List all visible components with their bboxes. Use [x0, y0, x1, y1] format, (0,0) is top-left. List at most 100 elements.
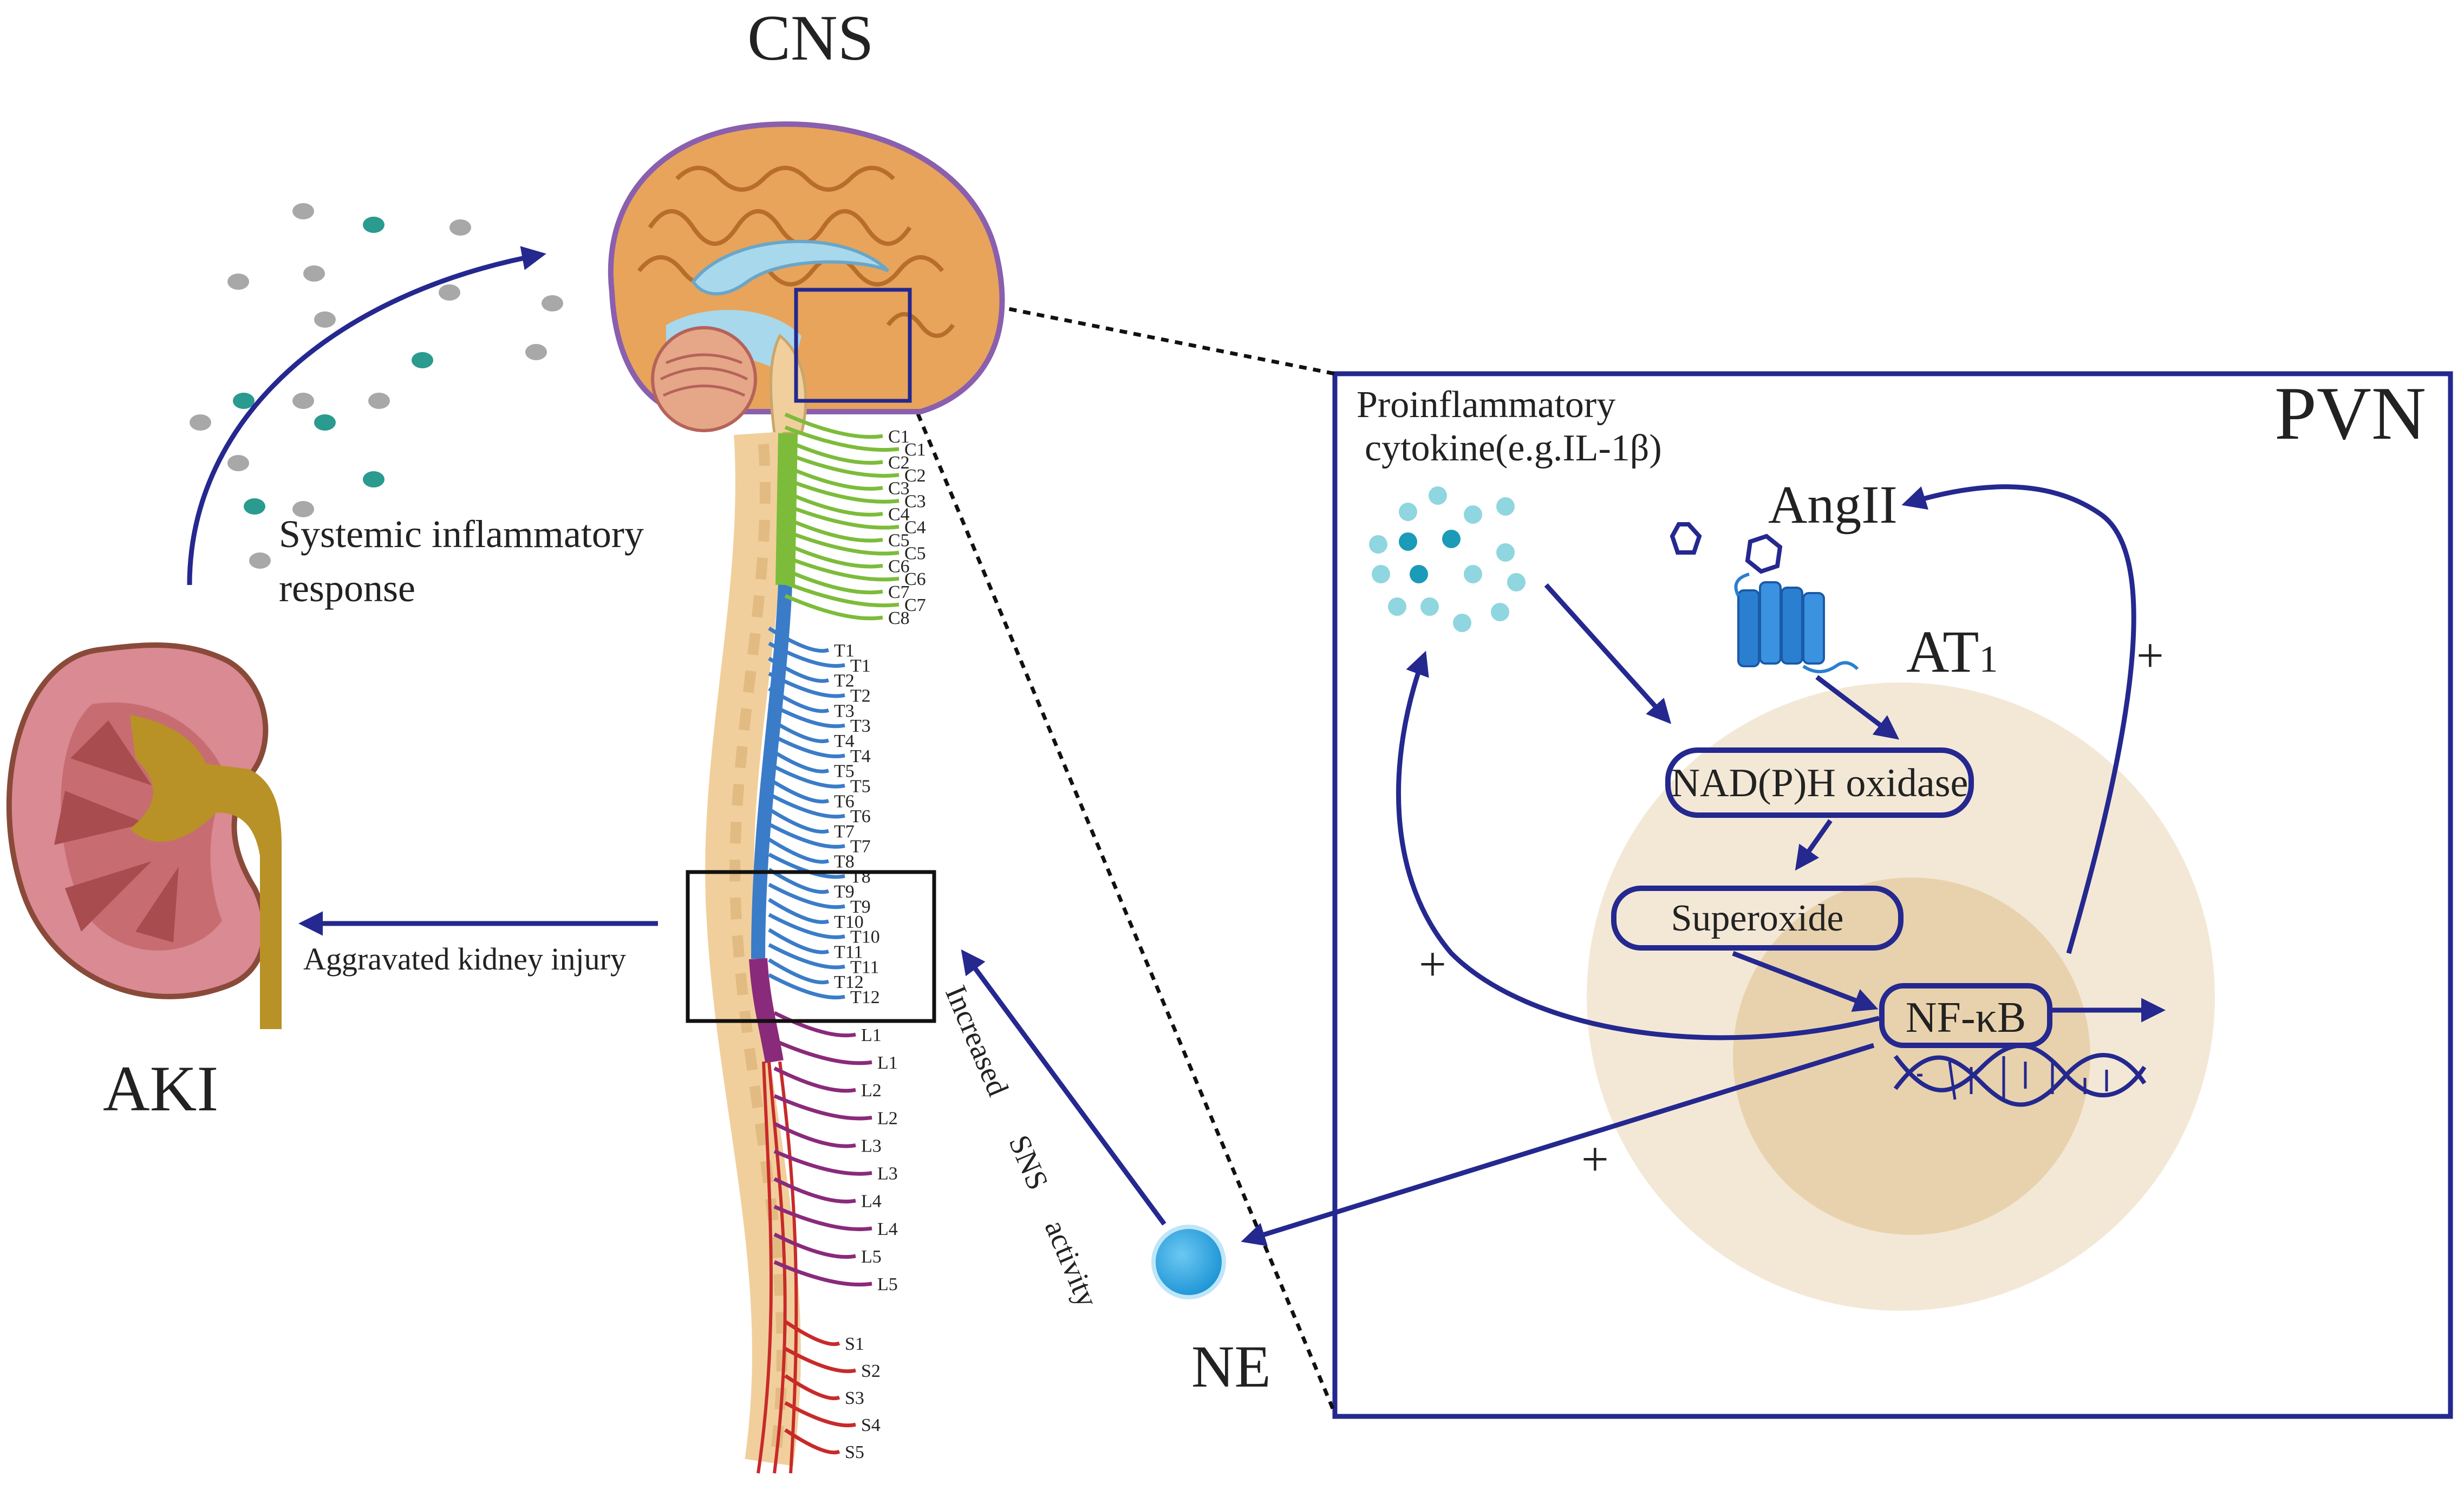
- kidney-pyramid-1: [70, 720, 152, 785]
- svg-text:activity: activity: [1038, 1215, 1105, 1312]
- ne-circle: [1151, 1225, 1226, 1299]
- spinal-level-t3: T3: [834, 701, 855, 721]
- spinal-nerve-c4: [784, 490, 883, 517]
- spinal-level-s3: S3: [845, 1388, 864, 1408]
- spinal-level-s1: S1: [845, 1334, 864, 1354]
- spinal-level-c6: C6: [888, 556, 910, 576]
- spinal-level-t4: T4: [834, 731, 855, 751]
- spinal-nerve-l1: [773, 1038, 872, 1065]
- cytokine-dot: [1399, 532, 1417, 551]
- spinal-nerve-t6: [768, 792, 845, 819]
- spinal-nerve-t6: [768, 777, 830, 804]
- spinal-nerve-l1: [773, 1011, 856, 1038]
- spinal-level-t2: T2: [850, 686, 871, 706]
- kidney-pyramid-2: [54, 791, 146, 845]
- systemic-dot: [368, 393, 390, 409]
- spinal-nerve-c5: [784, 516, 883, 543]
- spinal-level-l3: L3: [877, 1164, 898, 1184]
- spinal-nerves: [768, 412, 899, 1455]
- pvn-circles: [1587, 682, 2215, 1311]
- spinal-nerve-s3: [784, 1374, 840, 1401]
- spinal-level-t10: T10: [850, 927, 880, 947]
- systemic-dot: [314, 311, 336, 328]
- spinal-nerve-t7: [768, 822, 845, 849]
- spinal-level-c1: C1: [888, 427, 910, 447]
- arrow-at1-to-nadph: [1815, 675, 1900, 740]
- plus-cytokine: +: [1419, 938, 1446, 991]
- arrow-superoxide-to-nfkb: [1732, 951, 1879, 1012]
- spinal-level-c2: C2: [904, 466, 926, 486]
- kidney-pyramid-4: [135, 867, 179, 942]
- cytokine-dot: [1388, 597, 1406, 616]
- systemic-dot: [190, 414, 211, 431]
- systemic-dot: [227, 274, 249, 290]
- spinal-nerve-t4: [768, 717, 830, 744]
- spinal-level-t9: T9: [850, 897, 871, 917]
- cytokine-label-line1: Proinflammatory: [1357, 384, 1615, 426]
- spinal-level-t2: T2: [834, 671, 855, 691]
- spinal-level-t11: T11: [850, 957, 879, 977]
- spinal-level-t6: T6: [834, 791, 855, 811]
- spinal-nerve-t2: [768, 656, 830, 683]
- aggravated-label: Aggravated kidney injury: [303, 941, 626, 977]
- nucleus-circle: [1733, 877, 2090, 1235]
- spinal-nerve-c1: [784, 425, 899, 452]
- aki-label: AKI: [103, 1052, 218, 1124]
- cerebellum: [651, 326, 757, 432]
- spinal-level-labels: C1C1C2C2C3C3C4C4C5C5C6C6C7C7C8T1T1T2T2T3…: [834, 427, 926, 1462]
- systemic-dot: [292, 203, 314, 219]
- cytokine-cluster: [1369, 486, 1526, 632]
- systemic-dot: [449, 219, 471, 236]
- spinal-level-l1: L1: [861, 1025, 882, 1045]
- arrow-nfkb-to-ne: [1241, 1043, 1875, 1246]
- spinal-level-t7: T7: [834, 822, 855, 842]
- cytokine-dot: [1442, 530, 1461, 548]
- spinal-level-c7: C7: [888, 582, 910, 602]
- spinal-level-c3: C3: [904, 492, 926, 512]
- plus-angii: +: [2136, 629, 2164, 682]
- cytokine-dot: [1453, 614, 1471, 632]
- spinal-nerve-c4: [784, 503, 899, 530]
- spinal-nerve-c6: [784, 555, 899, 582]
- arrow-nadph-to-superoxide: [1795, 819, 1833, 871]
- arrow-nfkb-to-angii: [1901, 484, 2136, 954]
- spinal-level-l2: L2: [861, 1081, 882, 1101]
- spinal-nerve-c5: [784, 529, 899, 556]
- angii-hexagon-bound: [1745, 534, 1783, 574]
- cytokine-dot: [1491, 603, 1509, 621]
- spinal-nerve-t9: [768, 882, 845, 909]
- superoxide-box: [1611, 886, 1904, 951]
- spinal-nerve-t2: [768, 672, 845, 698]
- systemic-dot: [363, 217, 384, 233]
- at1-label: AT1: [1906, 619, 1998, 685]
- spinal-nerve-l5: [773, 1260, 872, 1287]
- spinal-nerve-c6: [784, 542, 883, 569]
- renal-pelvis: [130, 715, 282, 1029]
- spinal-level-c5: C5: [888, 530, 910, 550]
- cytokine-label-line2: cytokine(e.g.IL-1β): [1365, 427, 1662, 469]
- systemic-dot: [412, 352, 433, 368]
- spinal-level-l3: L3: [861, 1136, 882, 1156]
- spinal-level-l4: L4: [861, 1192, 882, 1212]
- at1-receptor: [1734, 573, 1859, 673]
- brain-zoom-box: [794, 288, 912, 403]
- spinal-level-t12: T12: [834, 972, 864, 992]
- spinal-level-t1: T1: [834, 641, 855, 661]
- spinal-level-t1: T1: [850, 656, 871, 676]
- superoxide-label: Superoxide: [1671, 897, 1844, 939]
- systemic-dot: [233, 393, 255, 409]
- systemic-dot: [227, 455, 249, 471]
- spinal-nerve-c7: [784, 581, 899, 608]
- cytokine-dot: [1410, 565, 1428, 583]
- spinal-nerve-l3: [773, 1122, 856, 1148]
- spinal-level-t4: T4: [850, 746, 871, 766]
- spinal-nerve-s5: [784, 1428, 840, 1455]
- spinal-level-c2: C2: [888, 453, 910, 473]
- systemic-label-line1: Systemic inflammatory: [279, 512, 644, 556]
- systemic-dot: [439, 284, 460, 301]
- spinal-level-c7: C7: [904, 595, 926, 615]
- spinal-nerve-t5: [768, 747, 830, 773]
- spinal-nerve-l5: [773, 1232, 856, 1259]
- pvn-box: [1332, 371, 2453, 1419]
- spinal-nerve-t5: [768, 762, 845, 789]
